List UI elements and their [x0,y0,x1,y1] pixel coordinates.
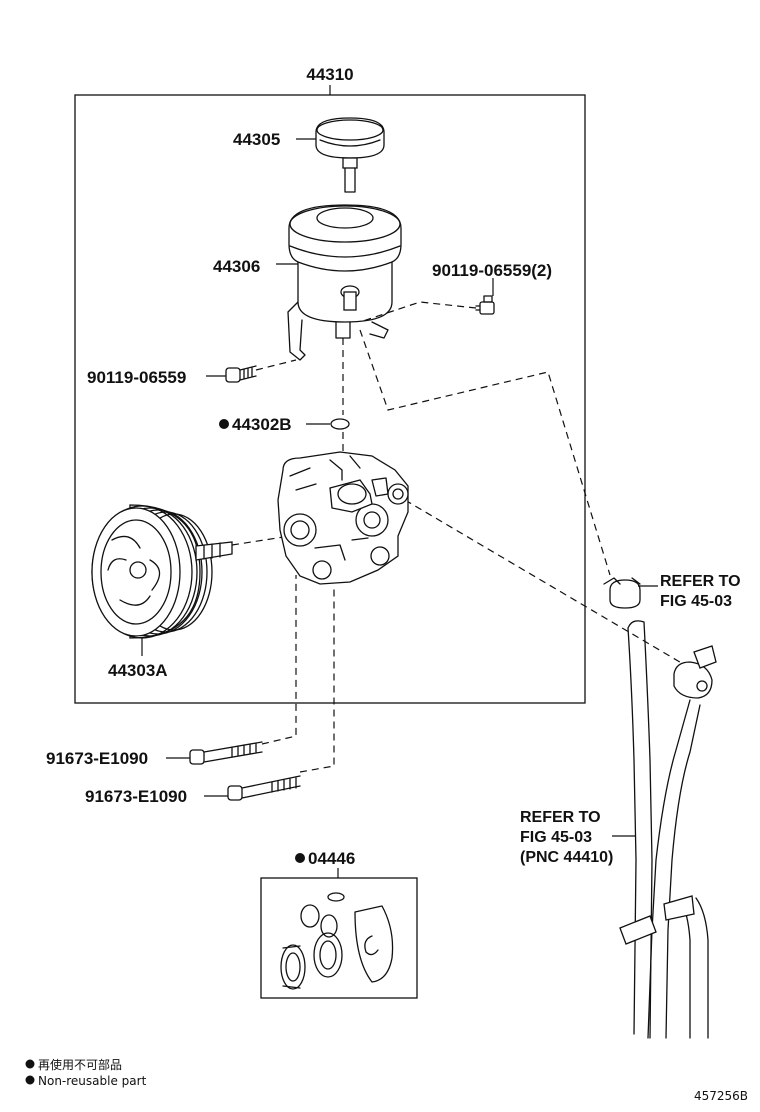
reservoir [287,204,402,361]
oring [330,418,350,430]
legend-dot-jp [25,1059,35,1069]
dash-bolt-left [255,359,297,371]
refer-lower-line2: FIG 45-03 [520,829,592,846]
hose-clamp [603,577,641,609]
gasket-kit-parts [280,892,394,990]
dash-hose-pressure [404,499,691,669]
dash-pulley-pump [231,535,291,546]
pulley [91,504,233,639]
dash-bolt-right [359,301,477,323]
legend-line-en: Non-reusable part [38,1074,147,1088]
refer-upper-line1: REFER TO [660,573,741,590]
reservoir-cap [315,117,385,193]
refer-upper-line2: FIG 45-03 [660,593,732,610]
bolt-pump-1 [189,741,263,765]
legend-dot-en [25,1075,35,1085]
cap-label: 44305 [233,130,280,149]
dash-hose-return [359,329,611,576]
gasket-kit-label: 04446 [308,849,355,868]
bolt-reservoir-right [475,295,495,315]
oring-label: 44302B [232,415,292,434]
bolt-pump-2 [227,775,301,801]
bolt-reservoir-left [225,365,257,383]
gasket-kit-nonreusable-dot [295,853,305,863]
figure-id: 457256B [694,1089,748,1103]
refer-lower-line3: (PNC 44410) [520,849,613,866]
pulley-label: 44303A [108,661,168,680]
dash-bolt1 [261,575,297,745]
gasket-kit-box [260,877,418,999]
bolt-pump-1-label: 91673-E1090 [46,749,148,768]
oring-nonreusable-dot [219,419,229,429]
bolt-right-label: 90119-06559(2) [432,261,552,280]
bolt-left-label: 90119-06559 [87,368,186,387]
refer-lower-line1: REFER TO [520,809,601,826]
legend-line-jp: 再使用不可部品 [38,1057,122,1072]
bolt-pump-2-label: 91673-E1090 [85,787,187,806]
hose-assembly [619,620,717,1039]
reservoir-label: 44306 [213,257,260,276]
assembly-label: 44310 [306,65,353,84]
pump-body [277,451,409,585]
dash-bolt2 [299,585,335,773]
